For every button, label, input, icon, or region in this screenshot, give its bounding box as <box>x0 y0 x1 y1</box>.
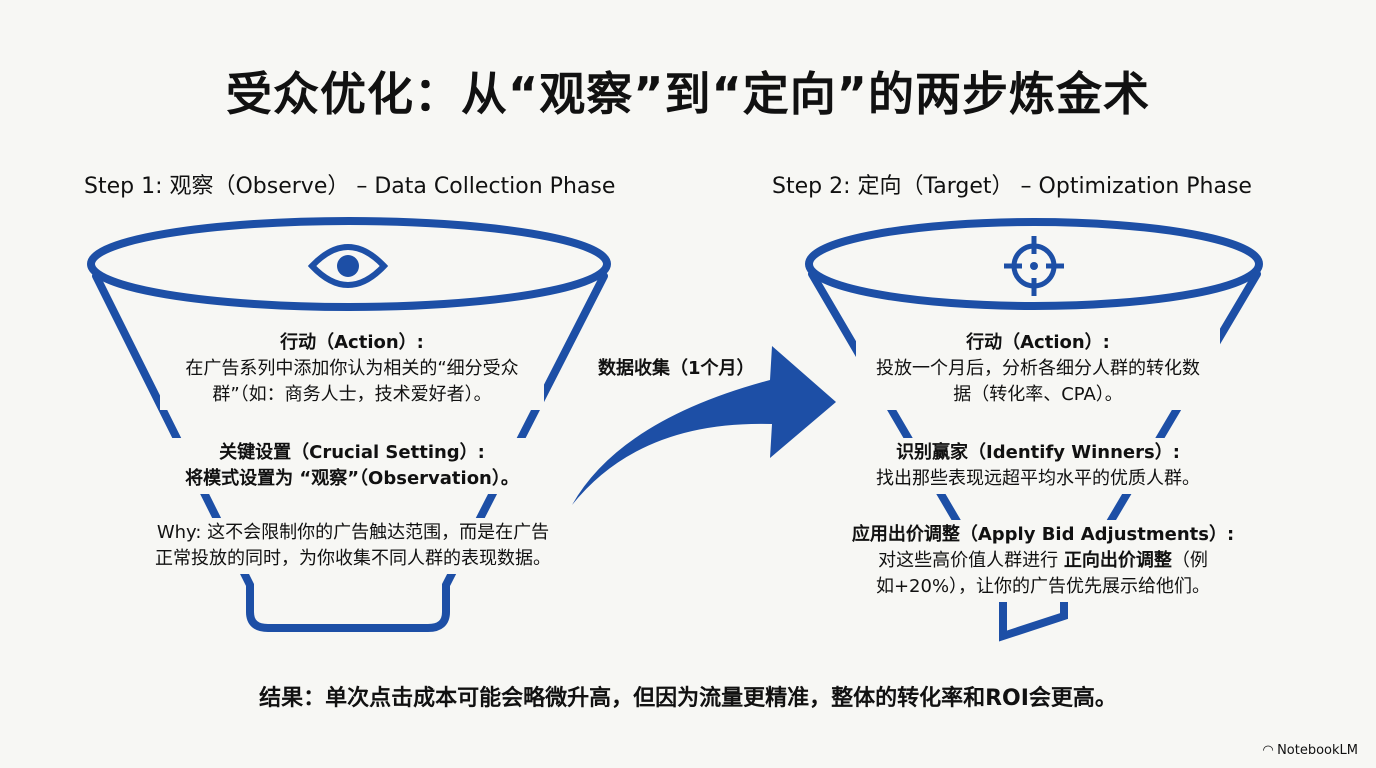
result-statement: 结果：单次点击成本可能会略微升高，但因为流量更精准，整体的转化率和ROI会更高。 <box>259 686 1117 711</box>
bid-text: 对这些高价值人群进行 正向出价调整（例 <box>850 548 1236 574</box>
step-2-heading: Step 2: 定向（Target） – Optimization Phase <box>772 174 1252 199</box>
action-title: 行动（Action）: <box>966 332 1110 353</box>
why-text: Why: 这不会限制你的广告触达范围，而是在广告 <box>156 522 550 543</box>
setting-title: 关键设置（Crucial Setting）: <box>219 442 485 463</box>
step-2-bid: 应用出价调整（Apply Bid Adjustments）: 对这些高价值人群进… <box>846 520 1240 602</box>
step-2-winners: 识别赢家（Identify Winners）: 找出那些表现远超平均水平的优质人… <box>856 438 1220 494</box>
step-1-why: Why: 这不会限制你的广告触达范围，而是在广告 正常投放的同时，为你收集不同人… <box>126 518 580 574</box>
funnel-1-rim <box>87 217 611 311</box>
winners-text: 找出那些表现远超平均水平的优质人群。 <box>876 468 1200 489</box>
notebooklm-logo-icon: ◠ <box>1263 743 1274 758</box>
bid-text-part: （例 <box>1171 550 1208 571</box>
action-title: 行动（Action）: <box>280 332 424 353</box>
bid-text-part: 对这些高价值人群进行 <box>878 550 1064 571</box>
action-text: 群”（如：商务人士，技术爱好者）。 <box>212 384 492 405</box>
action-text: 在广告系列中添加你认为相关的“细分受众 <box>185 358 519 379</box>
eye-icon <box>307 244 389 288</box>
crosshair-icon <box>1004 236 1064 296</box>
brand-label: NotebookLM <box>1277 743 1358 758</box>
setting-text: 将模式设置为 “观察”（Observation）。 <box>185 468 519 489</box>
funnel-1-body <box>92 272 608 632</box>
arrow-label: 数据收集（1个月） <box>598 358 755 379</box>
step-1-action: 行动（Action）: 在广告系列中添加你认为相关的“细分受众 群”（如：商务人… <box>160 328 544 410</box>
bid-title: 应用出价调整（Apply Bid Adjustments）: <box>851 524 1235 545</box>
why-text: 正常投放的同时，为你收集不同人群的表现数据。 <box>155 548 551 569</box>
action-text: 据（转化率、CPA）。 <box>953 384 1123 405</box>
bid-text-emphasis: 正向出价调整 <box>1063 550 1172 571</box>
bid-text: 如+20%），让你的广告优先展示给他们。 <box>875 576 1211 597</box>
winners-title: 识别赢家（Identify Winners）: <box>896 442 1180 463</box>
step-1-heading: Step 1: 观察（Observe） – Data Collection Ph… <box>84 174 616 199</box>
step-1-setting: 关键设置（Crucial Setting）: 将模式设置为 “观察”（Obser… <box>160 438 544 494</box>
flow-arrow <box>572 346 836 505</box>
action-text: 投放一个月后，分析各细分人群的转化数 <box>876 358 1200 379</box>
brand-watermark: ◠ NotebookLM <box>1263 743 1358 758</box>
page-title: 受众优化：从“观察”到“定向”的两步炼金术 <box>226 67 1150 121</box>
funnel-2-rim <box>805 218 1263 310</box>
step-2-action: 行动（Action）: 投放一个月后，分析各细分人群的转化数 据（转化率、CPA… <box>856 328 1220 410</box>
